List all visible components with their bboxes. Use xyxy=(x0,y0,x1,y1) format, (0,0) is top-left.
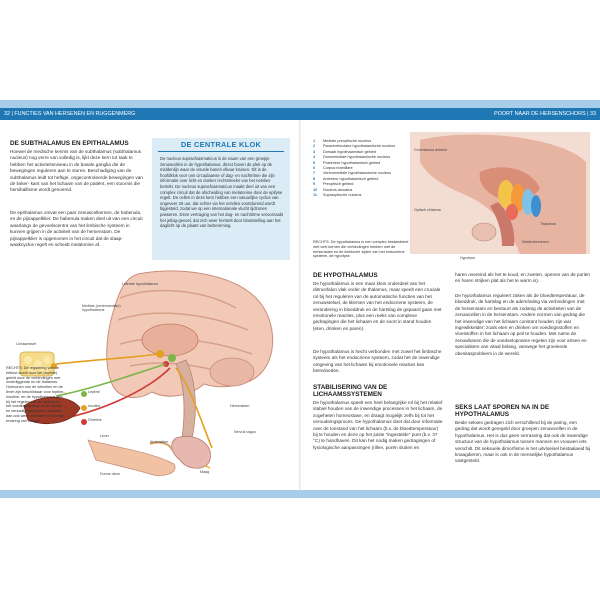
pancreas-illustration xyxy=(149,441,173,451)
appetite-regulation-figure xyxy=(19,270,274,476)
right-column-paragraph-1: haren overeind als het te koud, en zwete… xyxy=(455,272,590,284)
label-commissura-anterior: Commissura anterior xyxy=(414,148,448,152)
sex-differences-heading: SEKS LAAT SPOREN NA IN DE HYPOTHALAMUS xyxy=(455,404,550,419)
label-optic-chiasm: Optisch chiasma xyxy=(414,208,441,212)
book-gutter xyxy=(299,108,301,490)
label-thalamus: Thalamus xyxy=(540,222,556,226)
brain-illustration xyxy=(106,270,274,439)
central-clock-title: DE CENTRALE KLOK xyxy=(180,140,262,149)
fat-cells-illustration xyxy=(19,351,55,377)
main-figure-caption: RECHTS: De regulering van de eetlust wor… xyxy=(6,366,66,423)
label-body-fat: Lichaamsvet xyxy=(16,342,37,346)
subthalamus-paragraph-2: De epithalamus omvat een paar zenuwcelke… xyxy=(10,210,143,248)
label-lateral-hypothalamus: Laterale hypothalamus xyxy=(121,282,159,286)
right-column-paragraph-2: De hypothalamus reguleert zaken als de b… xyxy=(455,293,587,356)
page-bottom-band xyxy=(0,490,600,498)
small-intestine-illustration xyxy=(87,439,176,476)
label-pancreas: Alvleesklier xyxy=(150,440,169,444)
central-clock-rule xyxy=(158,151,284,152)
sex-differences-paragraph: Beide sekses gedragen zich verschillend … xyxy=(455,420,591,464)
stabilisation-heading: STABILISERING VAN DE LICHAAMSSYSTEMEN xyxy=(313,384,388,399)
subthalamus-paragraph-1: Hoewel de medische kennis van de subthal… xyxy=(10,149,143,193)
stomach-illustration xyxy=(171,436,211,469)
label-ghreline: Ghreline xyxy=(88,418,102,422)
central-clock-text: De nucleus suprachiasmaticus is de naam … xyxy=(160,156,284,229)
hypothalamus-nuclei-shapes xyxy=(498,180,541,220)
stabilisation-paragraph: De hypothalamus speelt een heel belangri… xyxy=(313,400,443,450)
label-brainstem: Hersenstam xyxy=(230,404,250,408)
subthalamus-heading: DE SUBTHALAMUS EN EPITHALAMUS xyxy=(10,140,129,147)
label-medial-hypothalamus: Mediale (ventromediale) hypothalamus xyxy=(82,304,121,313)
central-clock-box xyxy=(152,138,290,260)
hypothalamus-heading: DE HYPOTHALAMUS xyxy=(313,272,378,279)
page-top-band xyxy=(0,100,600,108)
left-page-header: 32 | FUNCTIES VAN HERSENEN EN RUGGENMERG xyxy=(0,108,300,120)
hypothalamus-paragraph-1: De hypothalamus is een maar klein onderd… xyxy=(313,281,442,331)
liver-illustration xyxy=(23,396,81,424)
legend-caption: RECHTS: De hypothalamus is een complex b… xyxy=(313,240,409,259)
label-stomach: Maag xyxy=(200,470,209,474)
hypothalamus-detail-figure xyxy=(410,132,590,254)
label-hypofyse: Hypofyse xyxy=(460,256,475,260)
label-leptine: Leptine xyxy=(88,390,100,394)
right-page-header: POORT NAAR DE HERSENSCHORS | 33 xyxy=(300,108,600,120)
label-insuline: Insuline xyxy=(88,404,101,408)
label-vagus-nerve: Nervus vagus xyxy=(234,430,256,434)
label-small-intestine: Dunne darm xyxy=(100,472,120,476)
hypothalamus-paragraph-2: De hypothalamus is hecht verbonden met z… xyxy=(313,349,442,374)
label-middenhersenen: Middenhersenen xyxy=(522,240,549,244)
label-liver: Lever xyxy=(100,434,109,438)
